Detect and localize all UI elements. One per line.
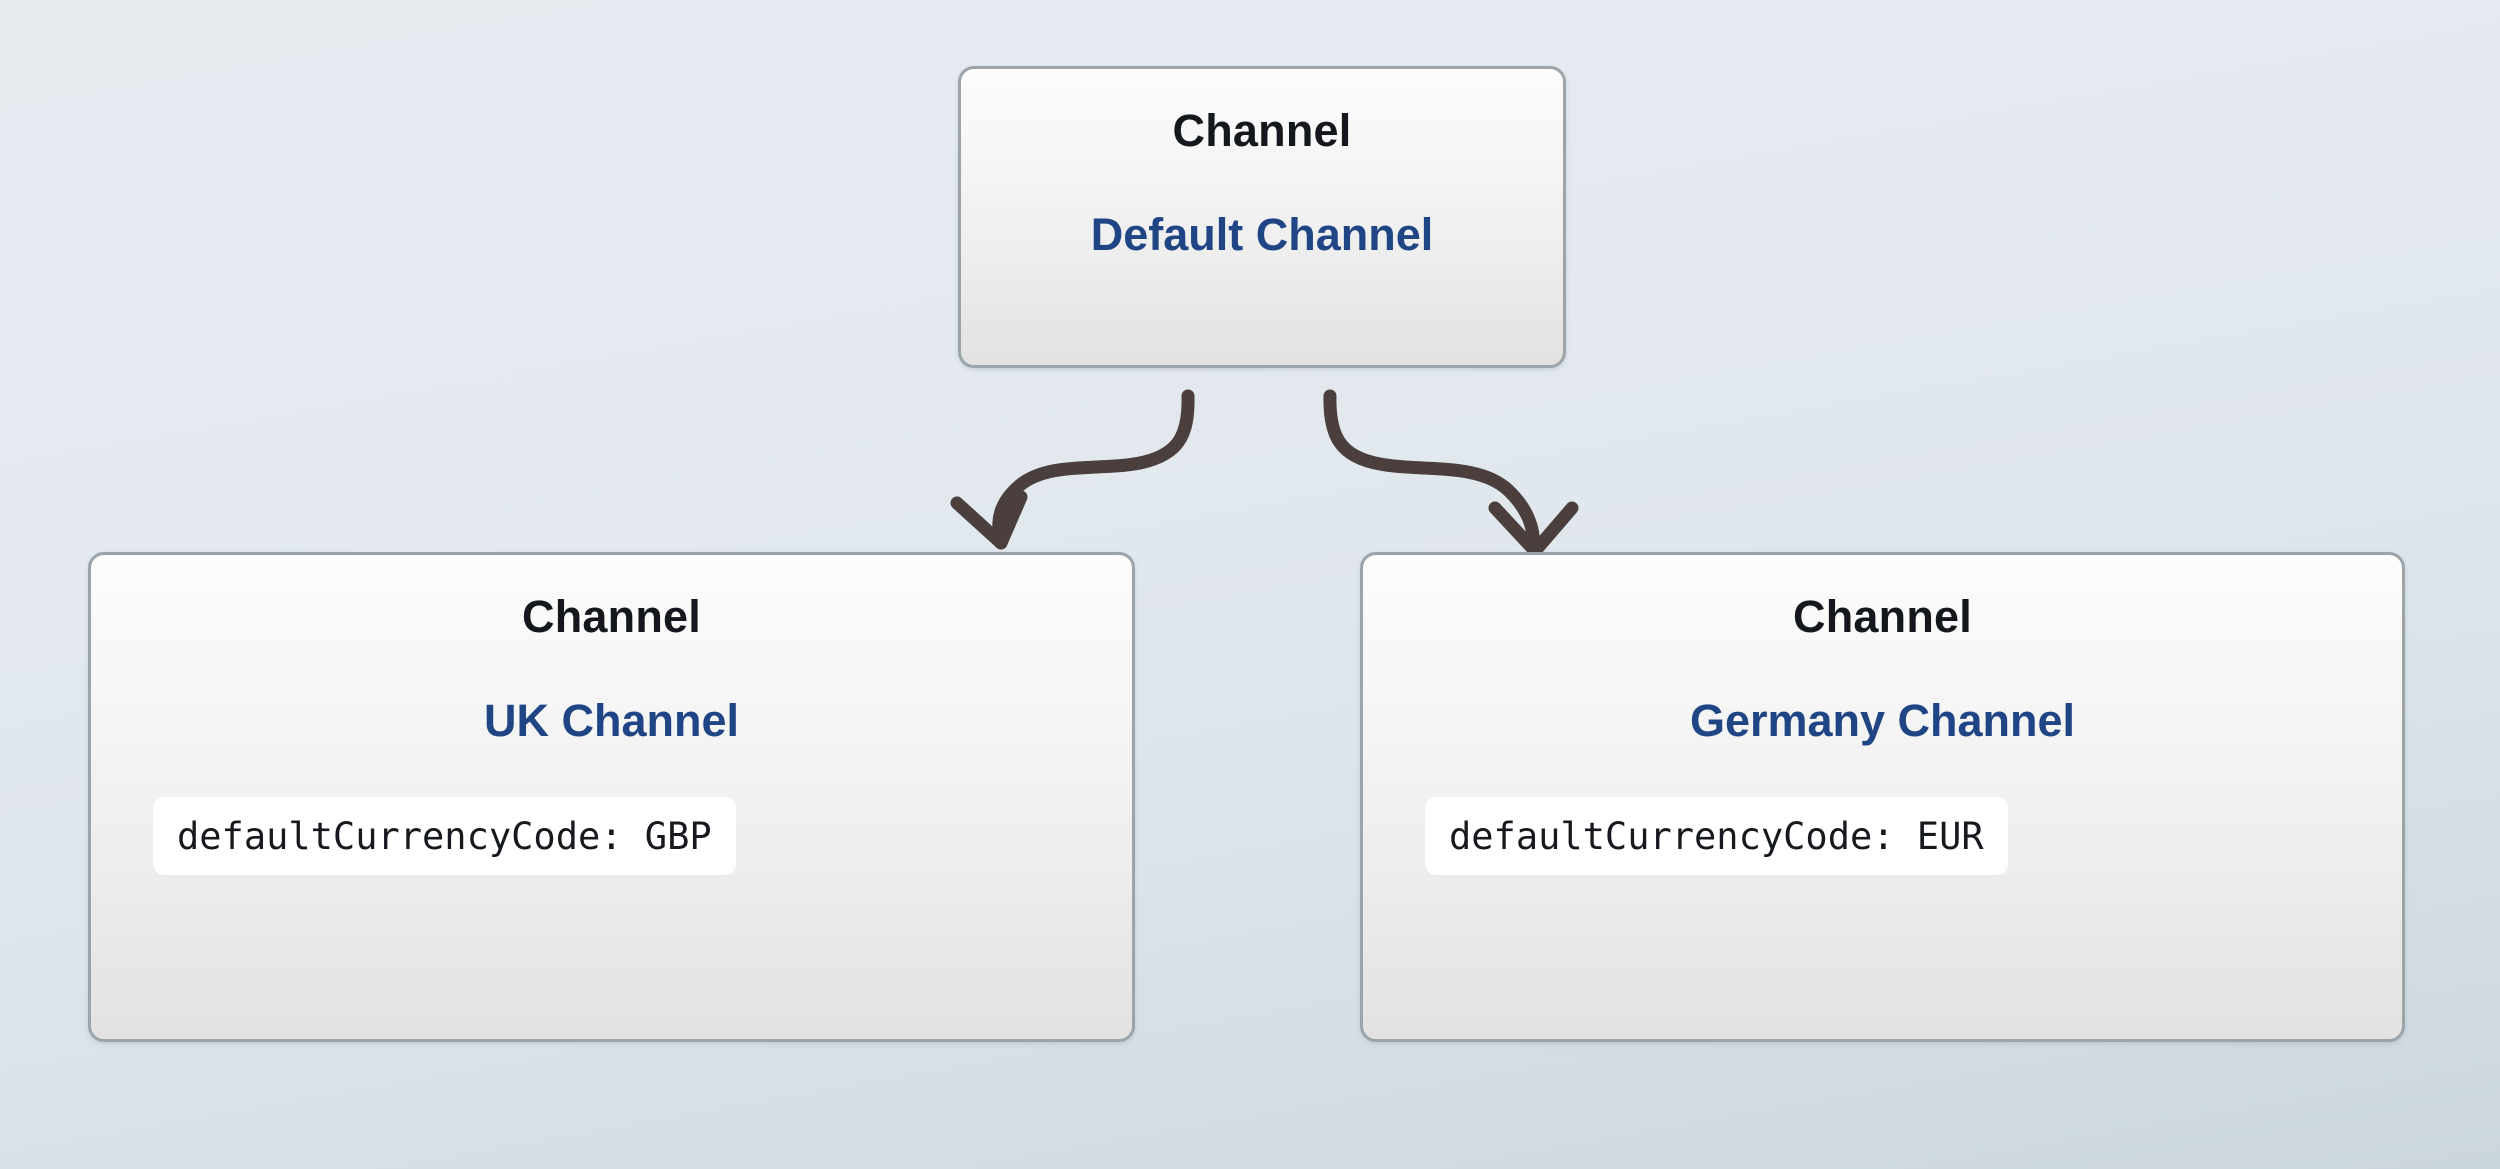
node-entity-type: Channel bbox=[522, 591, 701, 642]
node-entity-type: Channel bbox=[1793, 591, 1972, 642]
node-title: UK Channel bbox=[483, 695, 739, 746]
edge-root-to-de-arrowhead-right bbox=[1528, 501, 1579, 558]
node-uk-channel[interactable]: Channel UK Channel defaultCurrencyCode: … bbox=[88, 552, 1135, 1042]
edge-root-to-uk-arrowhead-left bbox=[950, 496, 1008, 550]
edge-root-to-de-arrowhead-left bbox=[1488, 501, 1542, 558]
node-attribute-chip: defaultCurrencyCode: EUR bbox=[1425, 797, 2008, 875]
node-title: Germany Channel bbox=[1689, 695, 2076, 746]
node-germany-channel[interactable]: Channel Germany Channel defaultCurrencyC… bbox=[1360, 552, 2405, 1042]
edge-root-to-uk bbox=[992, 389, 1195, 547]
node-attribute-chip: defaultCurrencyCode: GBP bbox=[153, 797, 736, 875]
node-default-channel[interactable]: Channel Default Channel bbox=[958, 66, 1566, 368]
edge-root-to-uk-arrowhead-right bbox=[994, 490, 1028, 550]
node-title: Default Channel bbox=[1090, 209, 1434, 260]
edge-root-to-de bbox=[1323, 389, 1541, 555]
node-entity-type: Channel bbox=[1172, 105, 1352, 156]
